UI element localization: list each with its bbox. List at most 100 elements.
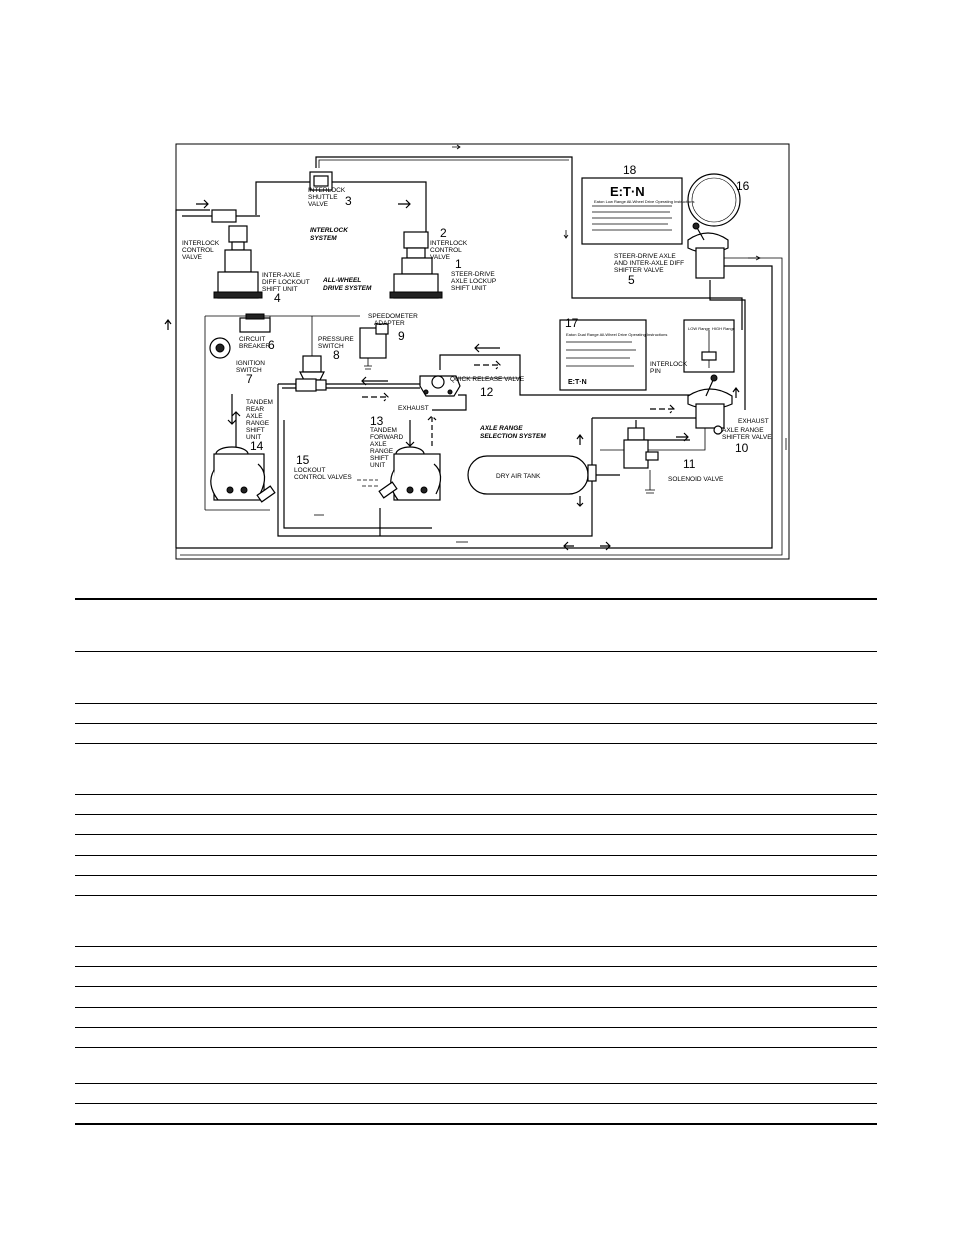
all-wheel-label-2: DRIVE SYSTEM — [323, 285, 372, 292]
all-wheel-drive-air-system-diagram: INTERLOCK SHUTTLE VALVE 3 INTERLOCK SYST… — [164, 143, 790, 560]
eaton-logo-17: E:T·N — [568, 379, 587, 386]
table-top-rule — [75, 598, 877, 600]
placard-dual-range — [559, 319, 647, 391]
table-row-rule — [75, 855, 877, 856]
table-row-rule — [75, 1103, 877, 1104]
label-left-control-valve-2: CONTROL — [182, 247, 214, 254]
table-row-rule — [75, 723, 877, 724]
callout-17: 17 — [565, 316, 579, 330]
air-lines — [175, 156, 783, 556]
placard-17-title: Eaton Dual Range All-Wheel Drive Operati… — [566, 332, 667, 337]
label-rear-shift-unit-5: SHIFT — [246, 427, 265, 434]
label-solenoid-valve: SOLENOID VALVE — [668, 476, 724, 483]
label-pressure-switch-2: SWITCH — [318, 343, 344, 350]
placard-low-range — [581, 177, 683, 245]
label-shuttle-valve-3: VALVE — [308, 201, 329, 208]
label-control-valve-3: VALVE — [430, 254, 451, 261]
parts-table — [75, 598, 877, 1126]
label-rear-shift-unit-3: AXLE — [246, 413, 263, 420]
label-lockout-valves-1: LOCKOUT — [294, 467, 325, 474]
table-row-rule — [75, 966, 877, 967]
interlock-control-valve-right — [403, 231, 429, 259]
label-left-control-valve-3: VALVE — [182, 254, 203, 261]
table-row-rule — [75, 1047, 877, 1048]
label-speedometer-2: ADAPTER — [374, 320, 405, 327]
label-forward-shift-unit-5: SHIFT — [370, 455, 389, 462]
callout-10: 10 — [735, 441, 749, 455]
label-rear-shift-unit-6: UNIT — [246, 434, 261, 441]
low-range-label: LOW Range — [688, 326, 711, 331]
placard-18-title: Eaton Low Range All-Wheel Drive Operatin… — [594, 199, 695, 204]
table-row-rule — [75, 703, 877, 704]
callout-3: 3 — [345, 194, 352, 208]
label-shuttle-valve-1: INTERLOCK — [308, 187, 346, 194]
label-lockup-unit-1: STEER-DRIVE — [451, 271, 495, 278]
callout-12: 12 — [480, 385, 494, 399]
gauge-dial — [687, 173, 741, 227]
interlock-system-label-2: SYSTEM — [310, 235, 337, 242]
table-row-rule — [75, 834, 877, 835]
label-forward-shift-unit-1: TANDEM — [370, 427, 397, 434]
label-dry-air-tank: DRY AIR TANK — [496, 473, 541, 480]
label-forward-shift-unit-3: AXLE — [370, 441, 387, 448]
callout-15: 15 — [296, 453, 310, 467]
label-interlock-pin-1: INTERLOCK — [650, 361, 688, 368]
callout-14: 14 — [250, 439, 264, 453]
label-axle-range-shifter-2: SHIFTER VALVE — [722, 434, 772, 441]
callout-4: 4 — [274, 291, 281, 305]
interlock-shuttle-valve — [309, 171, 333, 191]
circuit-breaker — [239, 313, 271, 333]
callout-16: 16 — [736, 179, 750, 193]
callout-9: 9 — [398, 329, 405, 343]
label-diff-lockout-1: INTER-AXLE — [262, 272, 301, 279]
inter-axle-diff-lockout-shift-unit — [213, 249, 263, 299]
label-lockup-unit-2: AXLE LOCKUP — [451, 278, 496, 285]
label-circuit-breaker-1: CIRCUIT — [239, 336, 265, 343]
label-forward-shift-unit-2: FORWARD — [370, 434, 404, 441]
label-shifter-valve-5-3: SHIFTER VALVE — [614, 267, 664, 274]
table-row-rule — [75, 946, 877, 947]
label-shifter-valve-5-2: AND INTER-AXLE DIFF — [614, 260, 684, 267]
label-quick-release-valve: QUICK RELEASE VALVE — [450, 376, 525, 383]
callout-2: 2 — [440, 226, 447, 240]
solenoid-valve — [587, 427, 659, 494]
callout-5: 5 — [628, 273, 635, 287]
label-lockout-valves-2: CONTROL VALVES — [294, 474, 352, 481]
line-tee — [295, 378, 317, 392]
axle-range-system-label-2: SELECTION SYSTEM — [480, 433, 546, 440]
callout-6: 6 — [268, 338, 275, 352]
table-row-rule — [75, 1007, 877, 1008]
interlock-control-valve-left — [211, 209, 248, 251]
label-circuit-breaker-2: BREAKER — [239, 343, 270, 350]
label-forward-shift-unit-4: RANGE — [370, 448, 394, 455]
callout-13: 13 — [370, 414, 384, 428]
eaton-logo-18: E:T·N — [610, 184, 645, 199]
label-ignition-2: SWITCH — [236, 367, 262, 374]
label-lockup-unit-3: SHIFT UNIT — [451, 285, 487, 292]
label-axle-range-shifter-1: AXLE RANGE — [722, 427, 764, 434]
callout-11: 11 — [683, 457, 696, 471]
all-wheel-label-1: ALL-WHEEL — [322, 277, 361, 284]
label-rear-shift-unit-2: REAR — [246, 406, 264, 413]
table-row-rule — [75, 895, 877, 896]
table-row-rule — [75, 1083, 877, 1084]
label-left-control-valve-1: INTERLOCK — [182, 240, 220, 247]
table-row-rule — [75, 651, 877, 652]
label-diff-lockout-2: DIFF LOCKOUT — [262, 279, 310, 286]
label-diff-lockout-3: SHIFT UNIT — [262, 286, 298, 293]
label-rear-shift-unit-1: TANDEM — [246, 399, 273, 406]
tandem-forward-axle-range-shift-unit — [390, 446, 442, 501]
axle-range-shifter-valve — [687, 374, 733, 435]
callout-18: 18 — [623, 163, 637, 177]
label-speedometer-1: SPEEDOMETER — [368, 313, 418, 320]
steer-drive-axle-lockup-shift-unit — [389, 257, 443, 299]
interlock-system-label-1: INTERLOCK — [310, 227, 349, 234]
ignition-switch — [209, 337, 231, 359]
label-control-valve-2: CONTROL — [430, 247, 462, 254]
label-shuttle-valve-2: SHUTTLE — [308, 194, 338, 201]
quick-release-valve — [419, 375, 461, 397]
label-control-valve-1: INTERLOCK — [430, 240, 468, 247]
label-pressure-switch-1: PRESSURE — [318, 336, 354, 343]
range-indicator-plate — [683, 319, 735, 373]
callout-7: 7 — [246, 372, 253, 386]
